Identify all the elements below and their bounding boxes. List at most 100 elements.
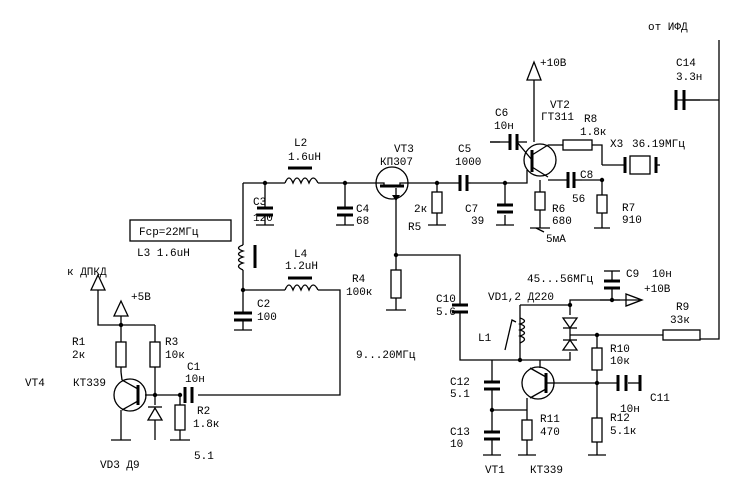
- transistor-vt2: [516, 141, 557, 178]
- label-r2: R2: [197, 406, 210, 418]
- label-c2: C2: [257, 299, 270, 311]
- label-vt2-type: ГТ311: [541, 112, 574, 124]
- ground-symbols: [111, 224, 610, 456]
- label-l4: L4: [294, 249, 308, 261]
- label-r12: R12: [610, 413, 630, 425]
- resistor-r5: [431, 191, 443, 214]
- label-r9-val: 33к: [670, 315, 690, 327]
- resistor-r4: [390, 269, 402, 299]
- label-x3-freq: 36.19МГц: [632, 139, 685, 151]
- junction-dots: [118, 177, 615, 413]
- capacitor-c5: [458, 175, 471, 191]
- label-c9-val: 10н: [652, 269, 672, 281]
- label-vt1: VT1: [485, 465, 505, 477]
- label-r8: R8: [584, 114, 597, 126]
- label-r12-val: 5.1к: [610, 426, 636, 438]
- capacitor-c3: [257, 206, 273, 217]
- label-r4: R4: [352, 274, 366, 286]
- capacitor-c9: [604, 270, 620, 290]
- supply-arrow-mid: [625, 293, 644, 307]
- label-v10-top: +10В: [540, 58, 567, 70]
- capacitor-c1: [183, 387, 194, 403]
- transistor-vt1: [521, 366, 555, 400]
- label-c9: C9: [626, 269, 639, 281]
- label-c14: C14: [676, 58, 696, 70]
- labels: от ИФД C14 3.3н +10В VT2 ГТ311 C6 10н R8…: [25, 22, 702, 477]
- label-c1-val: 10н: [185, 374, 205, 386]
- label-r3-val: 10к: [165, 350, 185, 362]
- label-l2-val: 1.6uH: [288, 152, 321, 164]
- label-l4-val: 1.2uH: [285, 261, 318, 273]
- label-l1: L1: [478, 333, 492, 345]
- label-r7: R7: [622, 203, 635, 215]
- label-c12-val: 5.1: [450, 389, 470, 401]
- inductor-l3: [237, 244, 257, 271]
- label-vt3-type: КП307: [380, 157, 413, 169]
- label-c4-val: 68: [356, 216, 369, 228]
- label-r3: R3: [165, 337, 178, 349]
- capacitor-c11: [616, 375, 642, 391]
- resistor-r3: [149, 341, 161, 368]
- inductor-l1: [504, 317, 526, 351]
- label-current: 5мА: [546, 234, 566, 246]
- label-freq-vd: 45...56МГц: [527, 274, 593, 286]
- label-vt4-type: КТ339: [73, 378, 106, 390]
- label-freq-9-20: 9...20МГц: [356, 350, 416, 362]
- label-c1: C1: [187, 362, 201, 374]
- label-r6: R6: [552, 204, 565, 216]
- label-r4-val: 100к: [346, 287, 372, 299]
- capacitor-c14: [674, 90, 700, 110]
- label-r9: R9: [676, 302, 689, 314]
- supply-arrow-5v: [112, 299, 130, 317]
- inductor-l4: [284, 276, 319, 292]
- label-k-dpkd: к ДПКД: [67, 267, 107, 279]
- resistor-r11: [521, 419, 533, 441]
- label-c4: C4: [356, 204, 370, 216]
- inductor-l2: [284, 166, 319, 185]
- label-c7: C7: [465, 204, 478, 216]
- resistor-r10: [591, 347, 603, 371]
- fcp-box: [129, 219, 232, 242]
- label-vt1-type: КТ339: [530, 465, 563, 477]
- label-vd12: VD1,2 Д220: [488, 292, 554, 304]
- label-c7-val: 39: [471, 216, 484, 228]
- label-r5: R5: [408, 222, 421, 234]
- crystal-x3: [623, 155, 658, 175]
- wires: [97, 40, 720, 455]
- label-r5-val: 2к: [414, 204, 427, 216]
- label-fcp: Fср=22МГц: [139, 227, 199, 239]
- resistor-r8: [562, 139, 593, 151]
- label-c8-val: 56: [572, 194, 585, 206]
- label-vt4: VT4: [25, 378, 45, 390]
- label-vt3: VT3: [394, 144, 414, 156]
- label-r10: R10: [610, 344, 630, 356]
- label-r11-val: 470: [540, 427, 560, 439]
- label-c13: C13: [450, 427, 470, 439]
- label-c8: C8: [580, 170, 593, 182]
- label-c10: C10: [436, 294, 456, 306]
- transistor-vt4: [113, 371, 147, 412]
- capacitor-c8: [566, 172, 582, 188]
- resistor-r9: [662, 329, 701, 341]
- label-r10-val: 10к: [610, 356, 630, 368]
- label-l3: L3 1.6uH: [137, 248, 190, 260]
- label-c5-val: 1000: [455, 157, 481, 169]
- label-v10-mid: +10В: [644, 284, 671, 296]
- resistor-r12: [591, 417, 603, 443]
- capacitor-c2: [234, 311, 252, 322]
- resistor-r1: [115, 341, 127, 368]
- resistor-r2: [174, 404, 186, 431]
- label-c14-val: 3.3н: [676, 72, 702, 84]
- label-c10-val: 5.6: [436, 307, 456, 319]
- label-l2: L2: [294, 138, 307, 150]
- label-c2-val: 100: [257, 312, 277, 324]
- capacitor-c7: [497, 203, 513, 214]
- label-5-1: 5.1: [194, 451, 214, 463]
- label-vt2: VT2: [550, 100, 570, 112]
- label-from-ifd: от ИФД: [648, 22, 688, 34]
- label-v5: +5В: [131, 292, 151, 304]
- label-r2-val: 1.8к: [193, 419, 219, 431]
- capacitor-c6: [490, 134, 519, 150]
- capacitor-c4: [337, 206, 353, 217]
